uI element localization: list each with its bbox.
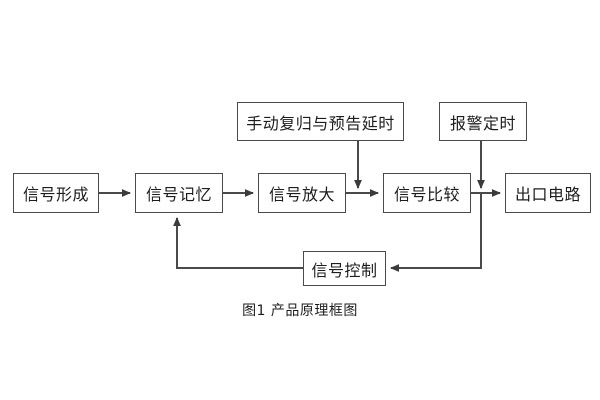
node-signal-amplify[interactable]: 信号放大 bbox=[258, 173, 346, 213]
node-alarm-timer[interactable]: 报警定时 bbox=[439, 102, 527, 141]
node-manual-reset-delay[interactable]: 手动复归与预告延时 bbox=[237, 102, 404, 141]
node-signal-forming[interactable]: 信号形成 bbox=[13, 173, 99, 213]
node-label: 信号形成 bbox=[22, 185, 89, 204]
node-label: 信号控制 bbox=[311, 260, 378, 280]
node-signal-control[interactable]: 信号控制 bbox=[303, 251, 386, 286]
node-label: 信号放大 bbox=[268, 185, 335, 204]
node-signal-memory[interactable]: 信号记忆 bbox=[135, 173, 223, 213]
figure-caption: 图1 产品原理框图 bbox=[242, 303, 358, 319]
node-label: 信号记忆 bbox=[145, 185, 212, 204]
node-label: 手动复归与预告延时 bbox=[246, 113, 395, 133]
node-signal-compare[interactable]: 信号比较 bbox=[383, 173, 471, 213]
node-label: 报警定时 bbox=[449, 113, 516, 133]
node-label: 出口电路 bbox=[514, 185, 581, 204]
edge-control-to-memory bbox=[173, 217, 303, 269]
node-output-circuit[interactable]: 出口电路 bbox=[505, 173, 591, 213]
node-label: 信号比较 bbox=[393, 185, 460, 204]
